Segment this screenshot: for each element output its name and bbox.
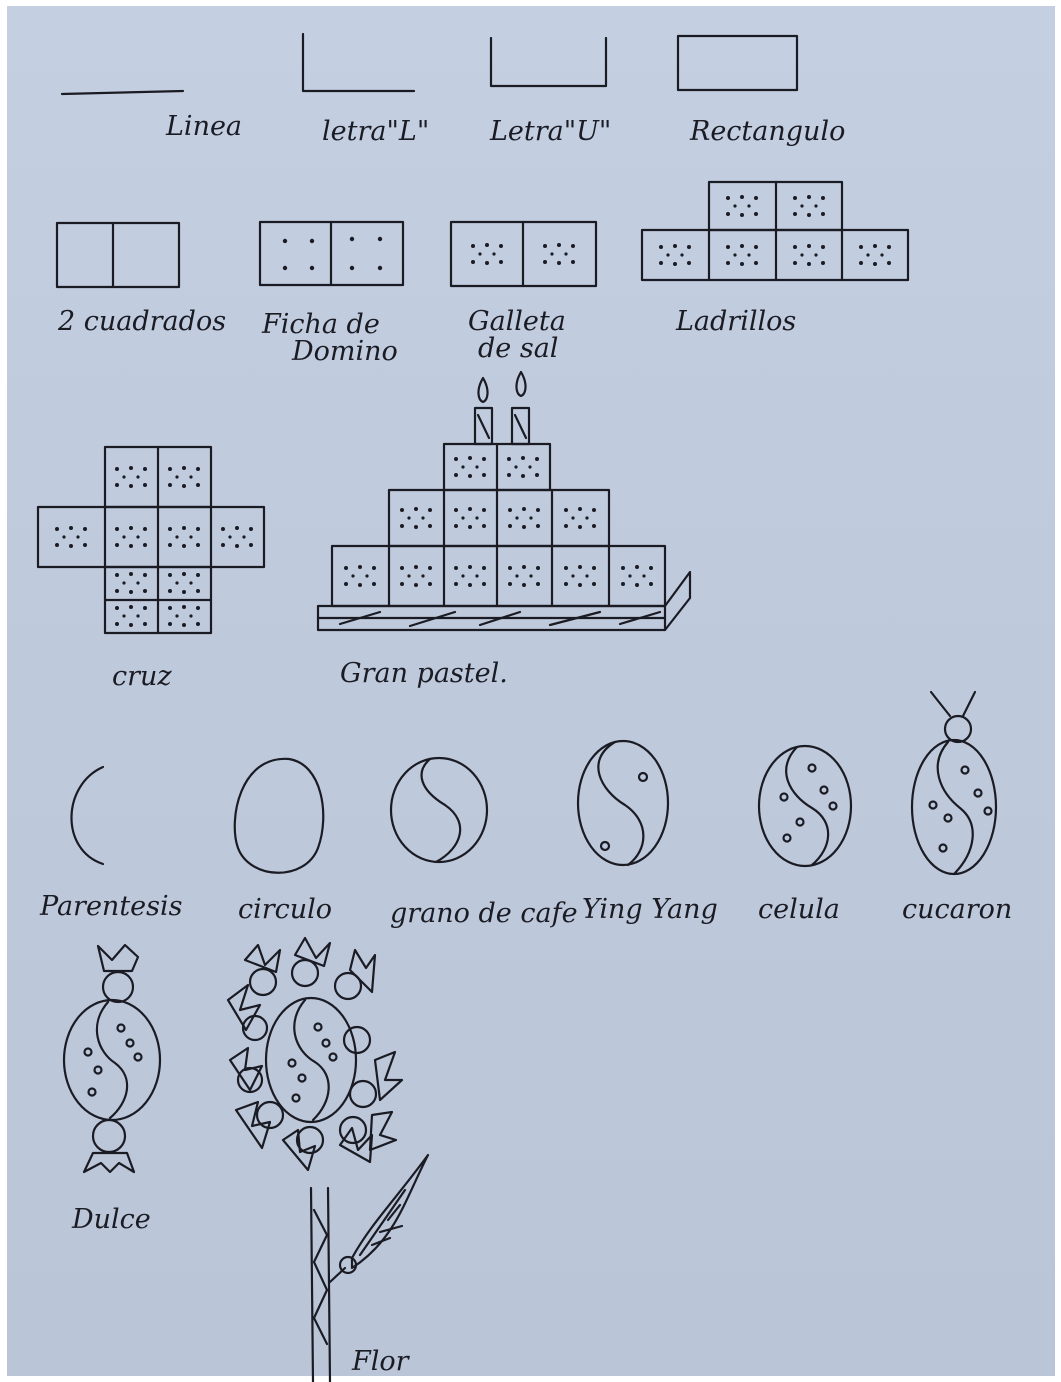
label-ying-yang: Ying Yang (582, 894, 718, 925)
flower-figure (228, 938, 428, 1382)
label-letra-l: letra"L" (322, 116, 429, 147)
label-celula: celula (758, 894, 840, 925)
rectangle-figure (678, 36, 797, 90)
label-letra-u: Letra"U" (489, 116, 611, 147)
coffee-bean-figure (391, 758, 487, 862)
label-parentesis: Parentesis (39, 891, 183, 922)
domino-figure (260, 222, 403, 285)
label-ladrillos: Ladrillos (675, 306, 796, 337)
label-galleta-line2: de sal (478, 333, 558, 364)
label-dos-cuadrados: 2 cuadrados (57, 306, 226, 337)
line-figure (62, 91, 183, 94)
bricks-figure (642, 182, 908, 280)
label-grano-de-cafe: grano de cafe (390, 898, 578, 929)
ying-yang-figure (578, 741, 668, 865)
circle-figure (235, 759, 324, 873)
parenthesis-figure (71, 767, 103, 864)
cell-figure (759, 746, 851, 866)
label-linea: Linea (165, 111, 242, 142)
letter-u-figure (491, 38, 606, 86)
candy-figure (64, 945, 160, 1172)
cake-figure (318, 372, 690, 630)
label-flor: Flor (351, 1346, 411, 1377)
label-dulce: Dulce (71, 1204, 151, 1235)
beetle-figure (912, 692, 996, 874)
label-cruz: cruz (112, 661, 172, 692)
label-cucaron: cucaron (902, 894, 1012, 925)
salt-cracker-figure (451, 222, 596, 286)
two-squares-figure (57, 223, 179, 287)
label-rectangulo: Rectangulo (689, 116, 845, 147)
cross-figure (38, 447, 264, 633)
letter-l-figure (303, 34, 414, 91)
label-gran-pastel: Gran pastel. (340, 658, 508, 689)
label-circulo: circulo (238, 894, 332, 925)
label-ficha-line2: Domino (291, 336, 398, 367)
